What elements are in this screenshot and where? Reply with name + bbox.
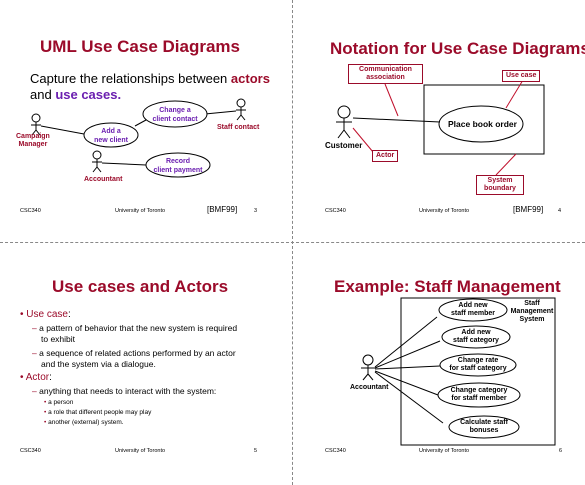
- place-order-label: Place book order: [448, 119, 517, 129]
- slide-4: Notation for Use Case Diagrams Communica…: [293, 0, 585, 242]
- footer-reference: [BMF99]: [513, 205, 544, 214]
- use-case-callout: Use case: [502, 70, 541, 82]
- actor-heading: • Actor:: [20, 372, 52, 383]
- slide-title: Use cases and Actors: [52, 277, 229, 296]
- vertical-divider: [292, 0, 293, 485]
- customer-actor-icon: [336, 105, 352, 139]
- slide-title: UML Use Case Diagrams: [40, 37, 240, 56]
- use-case-add-client: [83, 122, 139, 148]
- actor-sub-2: • a role that different people may play: [44, 409, 152, 416]
- actor-bullet-1: – anything that needs to interact with t…: [32, 386, 217, 396]
- slide-3: UML Use Case Diagrams Capture the relati…: [0, 0, 292, 242]
- accountant-actor-icon: [361, 354, 375, 381]
- place-order-use-case: [438, 105, 524, 143]
- footer-page-number: 5: [254, 448, 258, 454]
- use-case-bullet-2: – a sequence of related actions performe…: [32, 348, 236, 358]
- use-case-change-rate: [439, 353, 517, 377]
- accountant-label: Accountant: [350, 384, 389, 391]
- footer-university: University of Toronto: [419, 448, 470, 454]
- footer-course: CSC340: [325, 208, 346, 214]
- use-case-add-staff-member: [438, 298, 508, 322]
- use-case-bullet-2-cont: and the system via a dialogue.: [41, 359, 156, 369]
- use-case-add-staff-category: [441, 325, 511, 349]
- use-case-heading: • Use case:: [20, 309, 71, 320]
- footer-university: University of Toronto: [115, 448, 166, 454]
- campaign-manager-actor-icon: [31, 113, 41, 136]
- footer-course: CSC340: [20, 208, 41, 214]
- footer-page-number: 4: [558, 208, 562, 214]
- footer-university: University of Toronto: [115, 208, 166, 214]
- use-case-bullet-1-cont: to exhibit: [41, 334, 76, 344]
- footer-course: CSC340: [325, 448, 346, 454]
- staff-contact-actor-icon: [236, 98, 246, 121]
- footer-course: CSC340: [20, 448, 41, 454]
- customer-label: Customer: [325, 141, 363, 150]
- footer-university: University of Toronto: [419, 208, 470, 214]
- use-case-change-contact: [142, 100, 208, 128]
- staff-contact-label: Staff contact: [217, 124, 260, 131]
- slide-title: Notation for Use Case Diagrams: [330, 39, 585, 58]
- notation-diagram: [336, 79, 545, 176]
- footer-page-number: 6: [559, 448, 563, 454]
- staff-management-diagram: [361, 297, 556, 446]
- footer-page-number: 3: [254, 208, 258, 214]
- actor-callout: Actor: [372, 150, 399, 162]
- slide-title: Example: Staff Management: [334, 277, 561, 296]
- slide-body-line1: Capture the relationships between actors: [30, 71, 270, 86]
- slide-5: Use cases and Actors • Use case: – a pat…: [0, 243, 292, 485]
- actor-sub-3: • another (external) system.: [44, 419, 124, 426]
- use-case-calculate-bonuses: [448, 415, 520, 439]
- slide-body-line2: and use cases.: [30, 87, 122, 102]
- use-case-diagram: [31, 98, 246, 178]
- use-case-bullet-1: – a pattern of behavior that the new sys…: [32, 323, 238, 333]
- system-boundary-box: [400, 297, 556, 446]
- use-case-change-category: [437, 382, 521, 408]
- actor-sub-1: • a person: [44, 399, 74, 406]
- accountant-label: Accountant: [84, 176, 123, 183]
- system-boundary-box: [423, 84, 545, 155]
- use-case-record-payment: [145, 152, 211, 178]
- accountant-actor-icon: [92, 150, 102, 173]
- footer-reference: [BMF99]: [207, 205, 238, 214]
